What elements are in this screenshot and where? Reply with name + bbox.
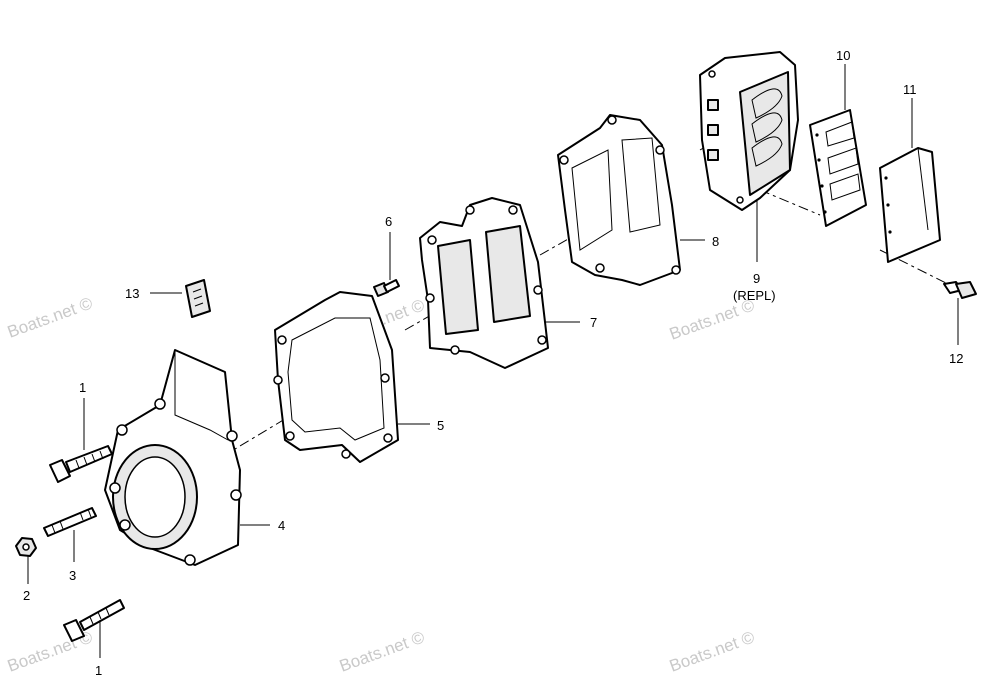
callout-labels: 1 1 2 3 4 5 6 7 8 9 (REPL) 10 11 12 13 bbox=[23, 48, 963, 678]
watermark-text: Boats.net © bbox=[337, 627, 428, 675]
reed-gasket-part bbox=[557, 114, 681, 286]
leader-lines bbox=[27, 64, 959, 658]
callout-6: 6 bbox=[385, 214, 392, 229]
callout-9: 9 bbox=[753, 271, 760, 286]
callout-10: 10 bbox=[836, 48, 850, 63]
callout-9-repl-note: (REPL) bbox=[733, 288, 776, 303]
watermark-text: Boats.net © bbox=[667, 627, 758, 675]
callout-1-lower: 1 bbox=[95, 663, 102, 678]
label-decal-part bbox=[185, 279, 211, 318]
adapter-plate-part bbox=[104, 349, 242, 566]
reed-plate-part bbox=[419, 197, 549, 369]
assembly-centerline-right bbox=[759, 189, 951, 286]
callout-2: 2 bbox=[23, 588, 30, 603]
stud-part bbox=[43, 507, 97, 537]
callout-8: 8 bbox=[712, 234, 719, 249]
bolt-part-lower bbox=[63, 599, 125, 642]
callout-12: 12 bbox=[949, 351, 963, 366]
callout-5: 5 bbox=[437, 418, 444, 433]
reed-stop-part bbox=[879, 147, 941, 263]
bolt-part-upper bbox=[49, 445, 113, 483]
callout-4: 4 bbox=[278, 518, 285, 533]
callout-1-upper: 1 bbox=[79, 380, 86, 395]
reed-petal-part bbox=[809, 109, 867, 227]
callout-7: 7 bbox=[590, 315, 597, 330]
callout-3: 3 bbox=[69, 568, 76, 583]
reed-valve-cage-part bbox=[699, 51, 799, 211]
callout-11: 11 bbox=[903, 82, 917, 97]
screw-part bbox=[373, 279, 400, 297]
watermark-text: Boats.net © bbox=[5, 293, 96, 341]
callout-13: 13 bbox=[125, 286, 139, 301]
nut-part bbox=[15, 537, 37, 557]
reed-screw-part bbox=[943, 281, 977, 299]
gasket-part bbox=[273, 291, 399, 463]
